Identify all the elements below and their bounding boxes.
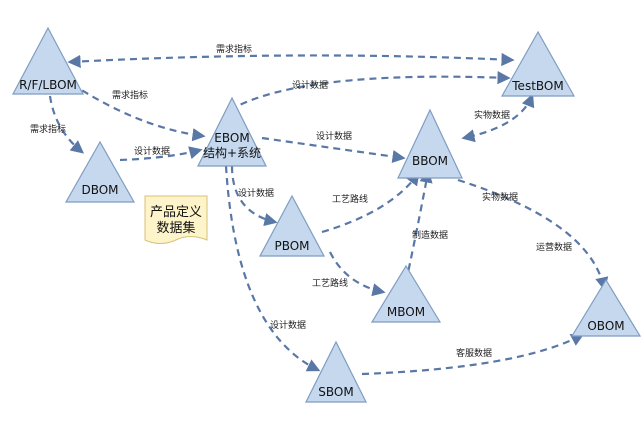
edge-ebom-pbom bbox=[230, 165, 278, 227]
node-obom[interactable]: OBOM bbox=[570, 278, 641, 337]
node-rflbom-label: R/F/LBOM bbox=[19, 78, 77, 92]
edge-ebom-testbom bbox=[229, 71, 511, 111]
note-line2: 数据集 bbox=[156, 220, 195, 236]
edge-label-dbom-ebom: 设计数据 bbox=[134, 145, 170, 157]
edge-label-ebom-bbom: 设计数据 bbox=[316, 130, 352, 142]
node-bbom-label: BBOM bbox=[412, 154, 448, 168]
edge-label-ebom-testbom: 设计数据 bbox=[292, 79, 328, 91]
node-sbom-label: SBOM bbox=[318, 385, 353, 399]
edge-pbom-mbom bbox=[329, 251, 386, 297]
edge-label-ebom-pbom: 设计数据 bbox=[238, 187, 274, 199]
node-mbom-label: MBOM bbox=[387, 305, 425, 319]
node-sbom[interactable]: SBOM bbox=[305, 340, 367, 403]
edge-label-pbom-bbom: 工艺路线 bbox=[332, 193, 368, 205]
node-dbom-label: DBOM bbox=[81, 183, 118, 197]
edge-rflbom-testbom bbox=[67, 52, 515, 69]
node-ebom-shape bbox=[197, 96, 267, 167]
edge-rflbom-dbom bbox=[48, 95, 85, 154]
node-testbom[interactable]: TestBOM bbox=[500, 30, 576, 97]
edge-label-sbom-obom: 客服数据 bbox=[456, 347, 492, 359]
edge-label-rflbom-ebom: 需求指标 bbox=[112, 89, 148, 101]
edge-label-pbom-mbom: 工艺路线 bbox=[312, 277, 348, 289]
node-ebom-label-line2: 结构+系统 bbox=[203, 145, 261, 160]
node-bbom-shape bbox=[397, 108, 463, 179]
edge-pbom-bbom bbox=[321, 171, 420, 234]
node-pbom-shape bbox=[259, 194, 325, 257]
edge-label-rflbom-testbom: 需求指标 bbox=[216, 43, 252, 55]
node-mbom[interactable]: MBOM bbox=[370, 264, 442, 323]
edge-label-rflbom-dbom: 需求指标 bbox=[30, 123, 66, 135]
node-mbom-shape bbox=[370, 264, 442, 323]
edge-label-obom-bbom: 运营数据 bbox=[536, 241, 572, 253]
edge-label-testbom-bbom: 实物数据 bbox=[474, 109, 510, 121]
node-pbom-label: PBOM bbox=[274, 239, 309, 253]
node-dbom[interactable]: DBOM bbox=[64, 140, 136, 203]
edge-label-ebom-sbom: 设计数据 bbox=[270, 319, 306, 331]
node-rflbom-shape bbox=[12, 26, 84, 95]
edge-ebom-sbom bbox=[224, 165, 321, 372]
node-pbom[interactable]: PBOM bbox=[259, 194, 325, 257]
node-obom-label: OBOM bbox=[587, 319, 624, 333]
node-testbom-shape bbox=[500, 30, 576, 97]
node-ebom-label-line1: EBOM bbox=[214, 131, 249, 145]
node-ebom[interactable]: EBOM 结构+系统 bbox=[197, 96, 267, 167]
edge-labels: 需求指标 需求指标 需求指标 设计数据 设计数据 设计数据 实物数据 设计数据 … bbox=[30, 43, 572, 359]
node-dbom-shape bbox=[64, 140, 136, 203]
edges bbox=[48, 52, 609, 376]
node-rflbom[interactable]: R/F/LBOM bbox=[12, 26, 84, 95]
product-data-note: 产品定义 数据集 bbox=[144, 195, 208, 244]
note-shape bbox=[144, 195, 208, 244]
note-line1: 产品定义 bbox=[150, 205, 202, 220]
edge-label-mbom-bbom: 制造数据 bbox=[412, 229, 448, 241]
node-bbom[interactable]: BBOM bbox=[397, 108, 463, 179]
edge-sbom-obom bbox=[361, 333, 585, 376]
edge-rflbom-ebom bbox=[71, 83, 206, 142]
edge-testbom-bbom bbox=[461, 93, 535, 143]
edge-dbom-ebom bbox=[119, 146, 203, 162]
edge-mbom-bbom bbox=[404, 169, 433, 283]
edge-label-bbom-obom: 实物数据 bbox=[482, 191, 518, 203]
node-sbom-shape bbox=[305, 340, 367, 403]
node-obom-shape bbox=[570, 278, 641, 337]
edge-bbom-obom bbox=[457, 178, 609, 291]
node-testbom-label: TestBOM bbox=[511, 79, 563, 93]
